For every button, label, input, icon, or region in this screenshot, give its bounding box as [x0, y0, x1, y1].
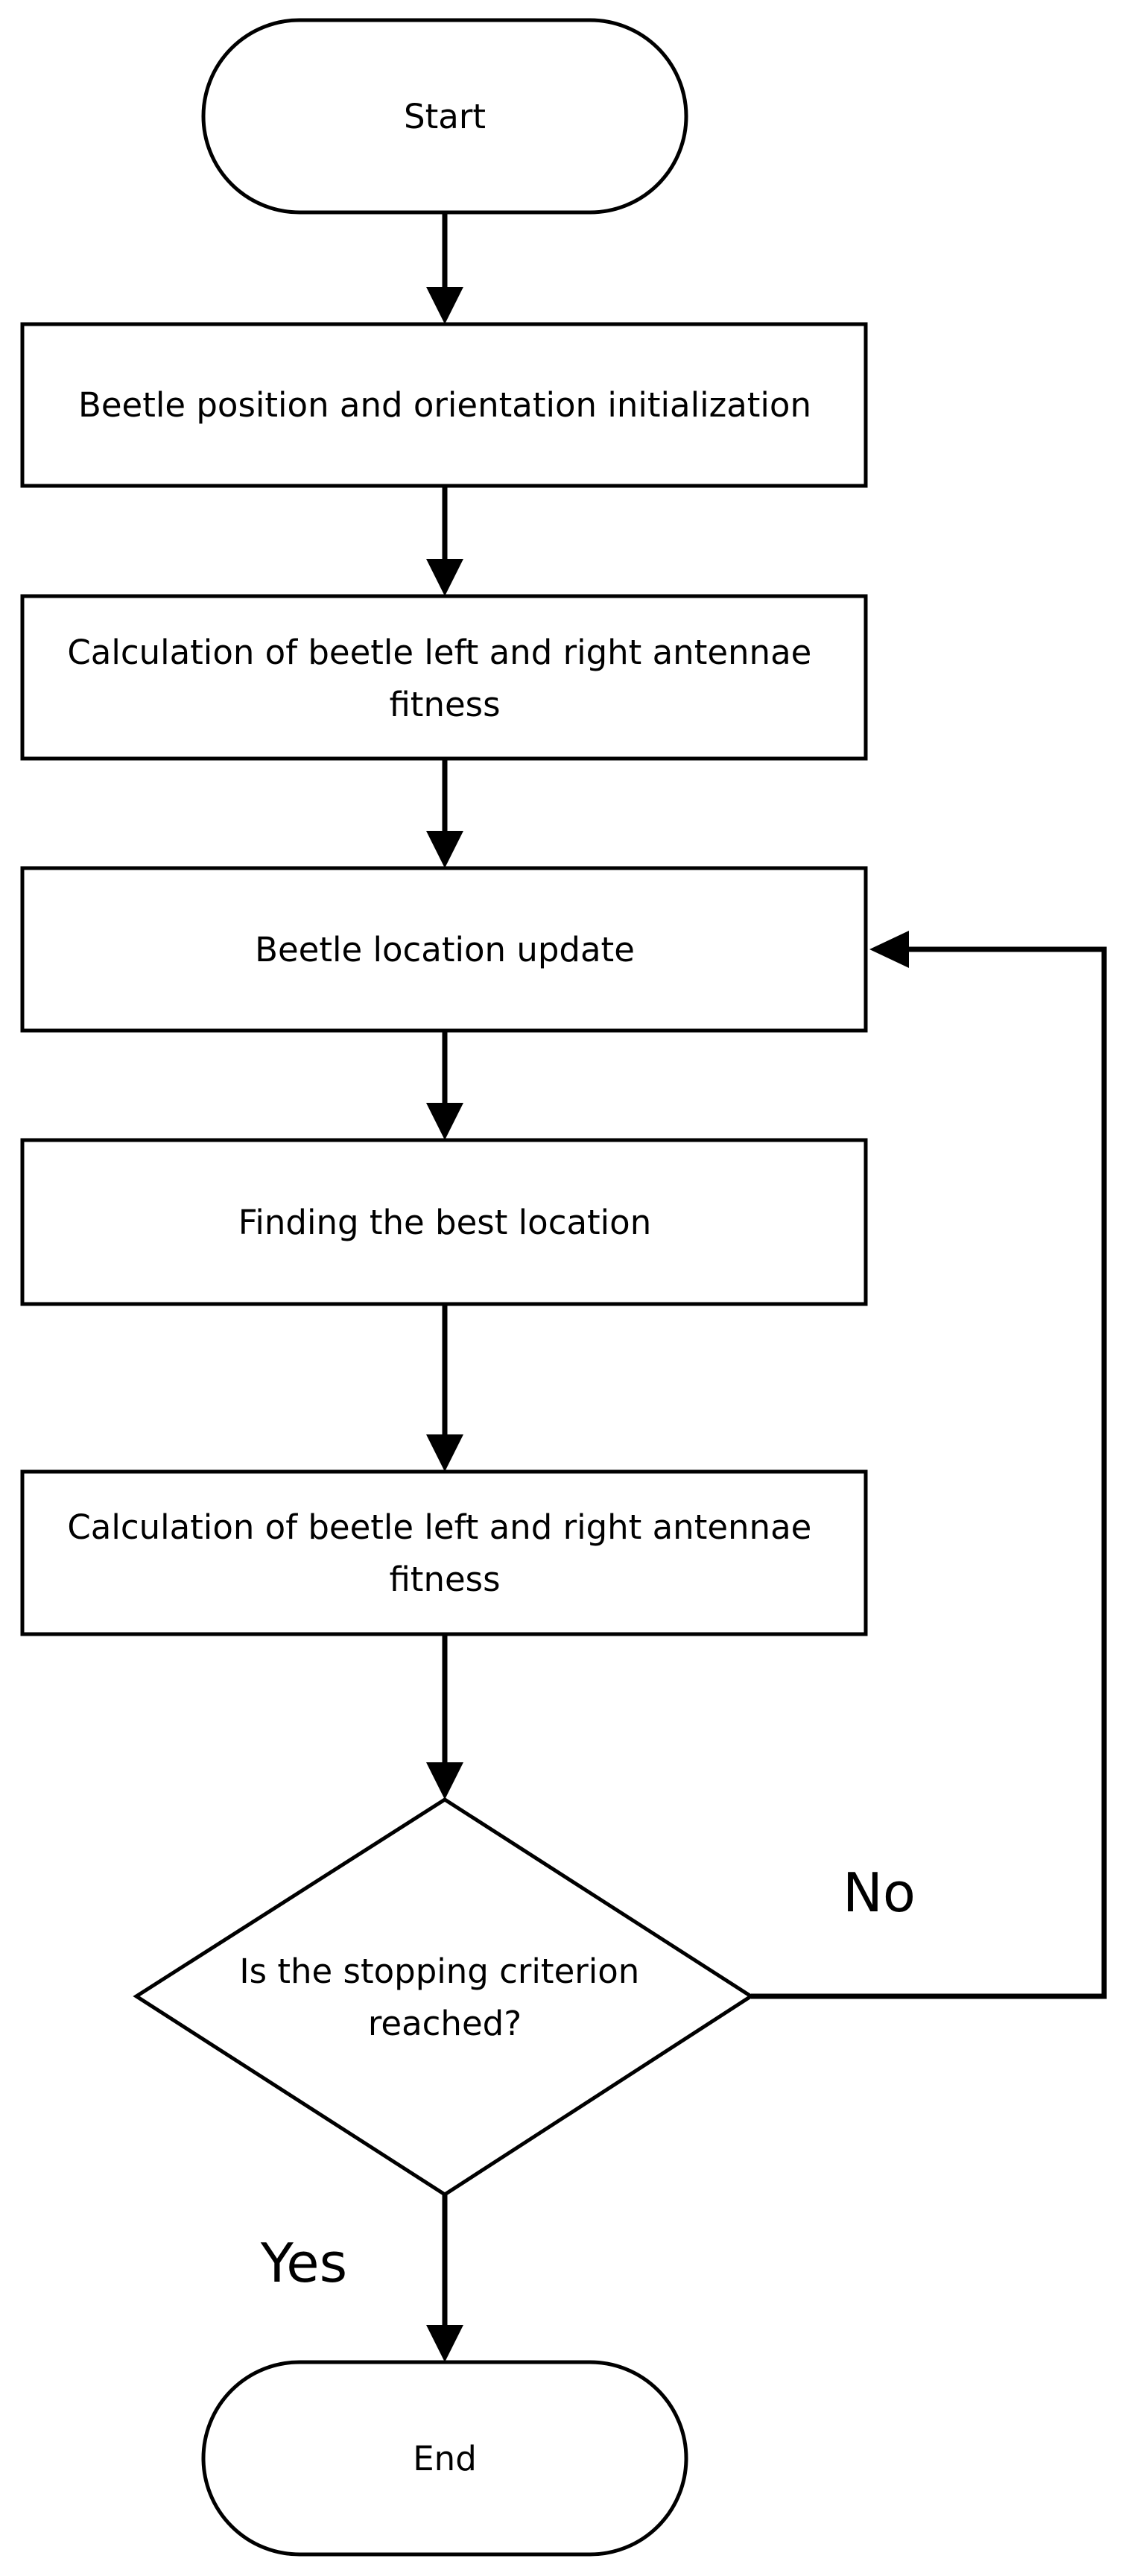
start-terminator-shape: [201, 18, 688, 215]
end-label-line-1: End: [413, 2439, 477, 2478]
init-label-line-1: Beetle position and orientation initiali…: [78, 385, 811, 425]
arrowhead-end: [426, 2325, 463, 2362]
no-branch-label: No: [843, 1861, 916, 1924]
arrowhead-calc2: [426, 1434, 463, 1472]
edge-decision-to-update-loop: [751, 946, 1107, 1999]
arrowhead-best: [426, 1103, 463, 1140]
calc1-label: Calculation of beetle left and right ant…: [67, 633, 822, 724]
calc2-label-line-2: fitness: [389, 1560, 500, 1599]
decision-label-line-1: Is the stopping criterion: [239, 1952, 639, 1991]
calc2-label: Calculation of beetle left and right ant…: [67, 1507, 822, 1599]
update-process-box: [20, 866, 868, 1033]
update-label: Beetle location update: [255, 930, 635, 969]
start-label: Start: [404, 97, 486, 136]
calc2-process-box: [20, 1469, 868, 1636]
update-node: Beetle location update: [20, 866, 868, 1033]
calc1-node: Calculation of beetle left and right ant…: [20, 594, 868, 761]
calc1-process-box: [20, 594, 868, 761]
calc1-label-line-1: Calculation of beetle left and right ant…: [67, 633, 811, 672]
decision-node: Is the stopping criterion reached?: [133, 1797, 755, 2197]
yes-branch-label: Yes: [260, 2232, 347, 2294]
best-label: Finding the best location: [238, 1203, 651, 1242]
decision-diamond: [133, 1797, 755, 2197]
decision-label-line-2: reached?: [368, 2004, 522, 2043]
end-node: End: [201, 2360, 688, 2557]
no-branch-label-text: No: [843, 1861, 916, 1924]
init-process-box: [20, 322, 868, 488]
start-label-line-1: Start: [404, 97, 486, 136]
end-label: End: [413, 2439, 477, 2478]
calc1-label-line-2: fitness: [389, 685, 500, 724]
end-terminator-shape: [201, 2360, 688, 2557]
init-node: Beetle position and orientation initiali…: [20, 322, 868, 488]
best-node: Finding the best location: [20, 1138, 868, 1306]
yes-branch-label-text: Yes: [260, 2232, 347, 2294]
best-label-line-1: Finding the best location: [238, 1203, 651, 1242]
arrowhead-init: [426, 287, 463, 324]
init-label: Beetle position and orientation initiali…: [78, 385, 811, 425]
start-node: Start: [201, 18, 688, 215]
arrowhead-loop-update: [869, 931, 909, 968]
update-label-line-1: Beetle location update: [255, 930, 635, 969]
arrowhead-decision: [426, 1762, 463, 1800]
arrowhead-update: [426, 831, 463, 868]
calc2-node: Calculation of beetle left and right ant…: [20, 1469, 868, 1636]
best-process-box: [20, 1138, 868, 1306]
connectors: [426, 212, 1107, 2362]
arrowhead-calc1: [426, 559, 463, 596]
decision-label: Is the stopping criterion reached?: [239, 1952, 650, 2043]
calc2-label-line-1: Calculation of beetle left and right ant…: [67, 1507, 811, 1547]
